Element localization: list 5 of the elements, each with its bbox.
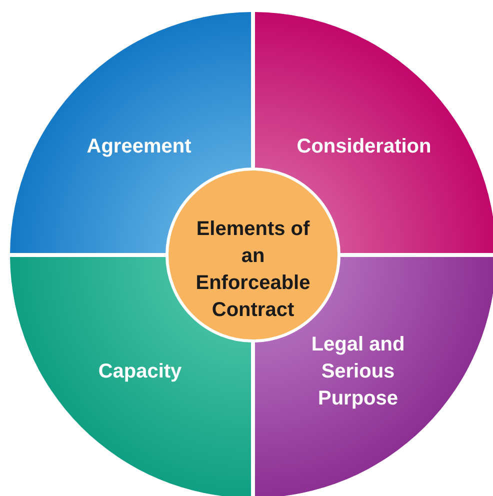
segment-label: Capacity xyxy=(97,360,183,384)
center-title: Elements of an Enforceable Contract xyxy=(194,217,312,323)
segment-label: Agreement xyxy=(86,134,192,160)
segment-label: Legal and Serious Purpose xyxy=(310,332,406,412)
segment-label: Consideration xyxy=(296,134,432,160)
